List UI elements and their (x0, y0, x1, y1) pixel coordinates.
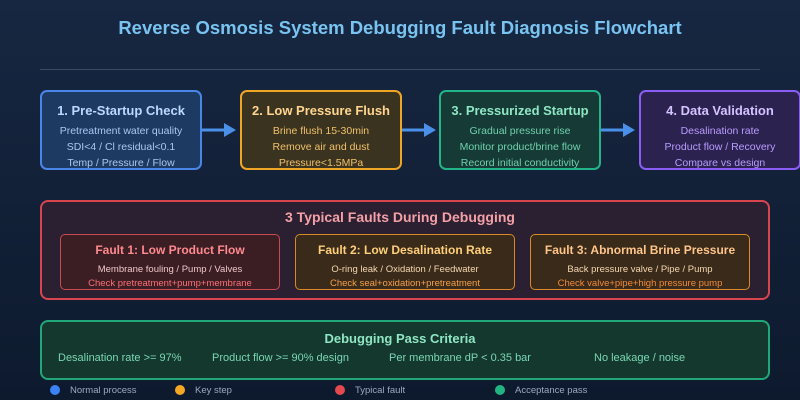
criterion-no-leakage: No leakage / noise (594, 352, 686, 364)
step-detail: Remove air and dust (272, 141, 370, 153)
step-low-pressure-flush: 2. Low Pressure Flush Brine flush 15-30m… (240, 90, 402, 170)
legend-label: Key step (195, 385, 232, 396)
fault-low-product-flow: Fault 1: Low Product Flow Membrane fouli… (60, 234, 280, 290)
step-detail: Record initial conductivity (460, 157, 580, 169)
criterion-membrane-dp: Per membrane dP < 0.35 bar (389, 352, 531, 364)
step-title: 1. Pre-Startup Check (57, 103, 185, 118)
fault-title: Fault 2: Low Desalination Rate (317, 243, 493, 257)
criterion-desalination-rate: Desalination rate >= 97% (58, 352, 182, 364)
step-detail: Gradual pressure rise (469, 125, 571, 137)
step-pre-startup-check: 1. Pre-Startup Check Pretreatment water … (40, 90, 202, 170)
step-detail: SDI<4 / Cl residual<0.1 (66, 141, 176, 153)
step-detail: Compare vs design (674, 157, 766, 169)
step-title: 3. Pressurized Startup (451, 103, 589, 118)
pass-criteria-panel (40, 320, 770, 380)
arrow-right-icon (402, 123, 436, 137)
legend-dot-typical-fault (335, 385, 345, 395)
fault-check: Check valve+pipe+high pressure pump (557, 278, 723, 289)
legend-label: Acceptance pass (515, 385, 588, 396)
faults-title: 3 Typical Faults During Debugging (285, 209, 515, 225)
step-detail: Temp / Pressure / Flow (67, 157, 175, 169)
step-detail: Pressure<1.5MPa (278, 157, 364, 169)
fault-cause: O-ring leak / Oxidation / Feedwater (331, 264, 479, 275)
legend-dot-acceptance-pass (495, 385, 505, 395)
step-pressurized-startup: 3. Pressurized Startup Gradual pressure … (439, 90, 601, 170)
fault-abnormal-brine-pressure: Fault 3: Abnormal Brine Pressure Back pr… (530, 234, 750, 290)
step-detail: Pretreatment water quality (59, 125, 183, 137)
criterion-product-flow: Product flow >= 90% design (212, 352, 349, 364)
step-detail: Brine flush 15-30min (272, 125, 370, 137)
arrow-right-icon (202, 123, 236, 137)
legend-label: Normal process (70, 385, 137, 396)
title-divider (40, 69, 760, 70)
legend-dot-key-step (175, 385, 185, 395)
step-title: 4. Data Validation (666, 103, 774, 118)
fault-title: Fault 1: Low Product Flow (95, 243, 245, 257)
arrow-right-icon (601, 123, 635, 137)
step-data-validation: 4. Data Validation Desalination rate Pro… (639, 90, 800, 170)
fault-check: Check seal+oxidation+pretreatment (330, 278, 480, 289)
legend-dot-normal-process (50, 385, 60, 395)
fault-title: Fault 3: Abnormal Brine Pressure (544, 243, 736, 257)
fault-cause: Back pressure valve / Pipe / Pump (567, 264, 713, 275)
fault-check: Check pretreatment+pump+membrane (88, 278, 252, 289)
step-detail: Product flow / Recovery (664, 141, 776, 153)
pass-criteria-title: Debugging Pass Criteria (324, 331, 476, 346)
step-title: 2. Low Pressure Flush (252, 103, 390, 118)
step-detail: Desalination rate (680, 125, 760, 137)
fault-cause: Membrane fouling / Pump / Valves (97, 264, 243, 275)
step-detail: Monitor product/brine flow (459, 141, 581, 153)
legend-label: Typical fault (355, 385, 406, 396)
fault-low-desalination-rate: Fault 2: Low Desalination Rate O-ring le… (295, 234, 515, 290)
flowchart-title: Reverse Osmosis System Debugging Fault D… (118, 17, 682, 38)
